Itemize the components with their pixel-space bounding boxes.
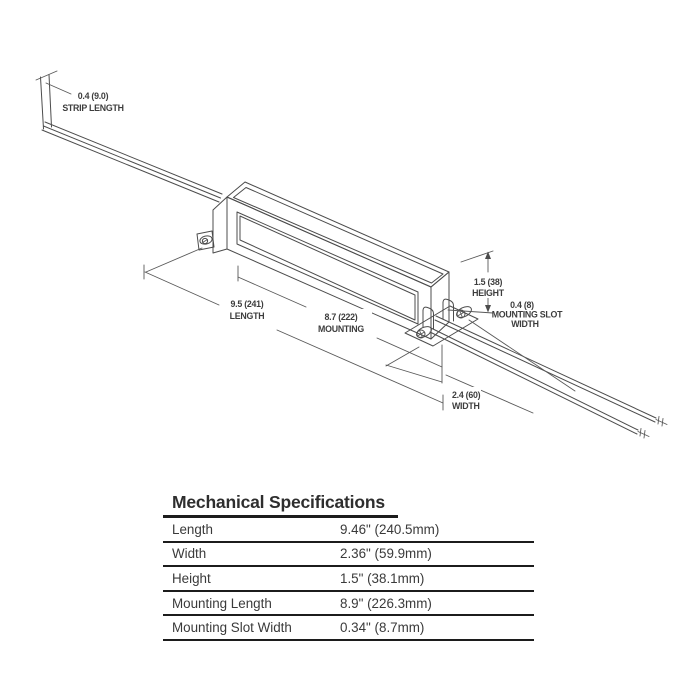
top-face-inset bbox=[233, 187, 444, 284]
mounting-ear-left bbox=[196, 230, 215, 251]
front-window-inner bbox=[239, 215, 416, 321]
spec-label: Height bbox=[172, 570, 211, 586]
table-row: Mounting Slot Width 0.34" (8.7mm) bbox=[163, 616, 534, 641]
front-window-outer bbox=[236, 211, 419, 325]
spec-label: Mounting Slot Width bbox=[172, 620, 292, 636]
mounting-slot-left bbox=[199, 235, 213, 245]
height-value: 1.5 (38) bbox=[474, 277, 503, 287]
length-label: LENGTH bbox=[230, 311, 265, 321]
spec-label: Length bbox=[172, 521, 213, 537]
mechanical-drawing: 0.4 (9.0) STRIP LENGTH bbox=[35, 70, 668, 439]
mechanical-specifications-table: Mechanical Specifications Length 9.46" (… bbox=[163, 492, 534, 641]
width-label: WIDTH bbox=[452, 401, 480, 411]
strip-length-value: 0.4 (9.0) bbox=[78, 91, 109, 101]
strip-length-label: STRIP LENGTH bbox=[62, 103, 123, 113]
mounting-slot-width-label-2: WIDTH bbox=[511, 319, 539, 329]
top-face bbox=[226, 181, 450, 288]
table-row: Height 1.5" (38.1mm) bbox=[163, 567, 534, 592]
mounting-label: MOUNTING bbox=[318, 324, 364, 334]
mounting-dimension: 8.7 (222) MOUNTING bbox=[237, 265, 443, 384]
strip-length-dimension: 0.4 (9.0) STRIP LENGTH bbox=[35, 70, 124, 130]
screw-right-2 bbox=[456, 309, 466, 319]
bracket-tab-1 bbox=[422, 306, 434, 330]
bracket-plate bbox=[404, 305, 479, 347]
spec-value: 9.46" (240.5mm) bbox=[340, 521, 440, 537]
driver-body bbox=[212, 181, 450, 340]
length-dimension: 9.5 (241) LENGTH bbox=[143, 247, 444, 411]
table-title: Mechanical Specifications bbox=[163, 492, 398, 518]
table-row: Mounting Length 8.9" (226.3mm) bbox=[163, 592, 534, 617]
mounting-slot-width-dimension: 0.4 (8) MOUNTING SLOT WIDTH bbox=[445, 299, 576, 414]
spec-label: Mounting Length bbox=[172, 595, 272, 611]
mounting-slot-width-label-1: MOUNTING SLOT bbox=[492, 310, 563, 320]
table-row: Width 2.36" (59.9mm) bbox=[163, 543, 534, 568]
spec-value: 0.34" (8.7mm) bbox=[340, 620, 425, 636]
lead-wires-left bbox=[41, 121, 223, 203]
table-row: Length 9.46" (240.5mm) bbox=[163, 518, 534, 543]
mounting-value: 8.7 (222) bbox=[325, 312, 358, 322]
left-end-face bbox=[212, 196, 228, 254]
spec-value: 8.9" (226.3mm) bbox=[340, 595, 432, 611]
length-value: 9.5 (241) bbox=[231, 299, 264, 309]
height-dimension: 1.5 (38) HEIGHT bbox=[447, 250, 506, 314]
bracket-tab-2 bbox=[442, 298, 454, 322]
mounting-slot-width-value: 0.4 (8) bbox=[510, 300, 534, 310]
lead-wires-right bbox=[429, 315, 668, 439]
spec-value: 2.36" (59.9mm) bbox=[340, 546, 432, 562]
spec-value: 1.5" (38.1mm) bbox=[340, 570, 425, 586]
screw-left bbox=[201, 237, 209, 245]
width-value: 2.4 (60) bbox=[452, 390, 481, 400]
height-label: HEIGHT bbox=[472, 288, 505, 298]
width-dimension: 2.4 (60) WIDTH bbox=[385, 346, 481, 412]
mounting-bracket-right bbox=[404, 298, 479, 347]
screw-right-1 bbox=[416, 329, 426, 339]
spec-label: Width bbox=[172, 546, 207, 562]
